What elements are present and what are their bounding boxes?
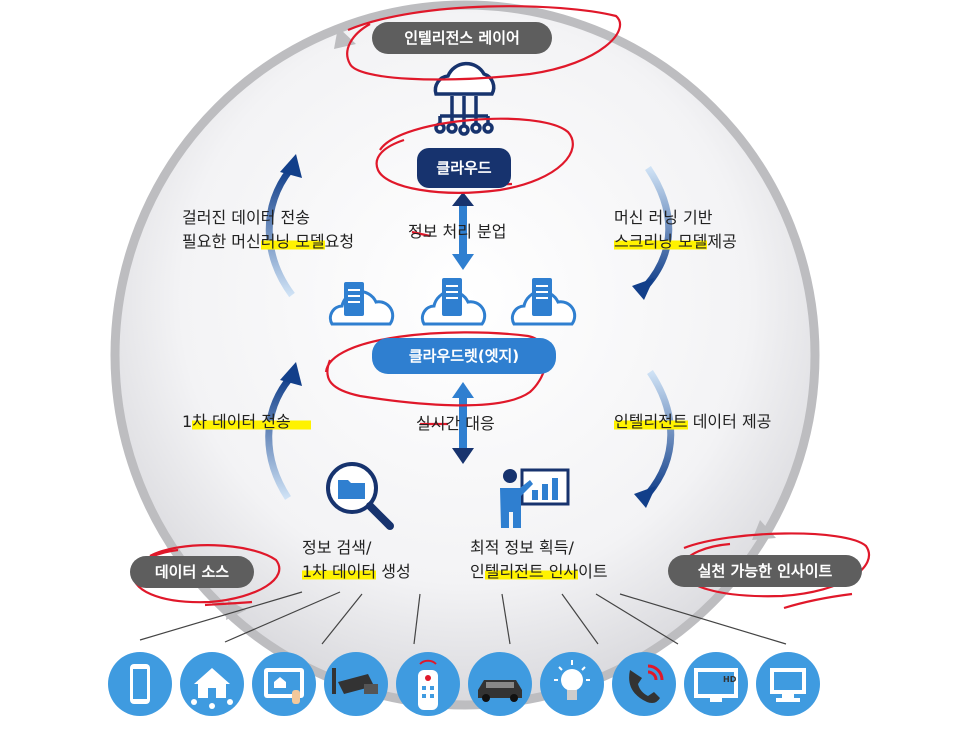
annotation-circle-cloudlet — [324, 331, 548, 407]
right-mid-label: 인텔리전트 데이터 제공 — [614, 410, 771, 434]
left-top-label-highlight: 러닝 모델 — [260, 232, 325, 251]
right-mid-label-part2: 데이터 제공 — [687, 412, 772, 431]
realtime-response-label: 실시간 대응 — [416, 414, 495, 433]
insight-label-highlight: 텔리전트 — [484, 562, 544, 581]
insight-label-part1: 인 — [470, 562, 485, 581]
hd-tv-badge-text: HD — [723, 675, 737, 684]
left-mid-label: 1차 데이터 전송 — [182, 410, 312, 434]
orbit-arrowhead-left — [226, 600, 246, 620]
insight-label-part4: 이트 — [578, 562, 608, 581]
left-top-label-line1: 걸러진 데이터 전송 — [182, 208, 310, 227]
phone-call-icon — [612, 652, 676, 716]
search-label-line1: 정보 검색/ — [302, 538, 372, 557]
vertical-arrow-edge-shaft — [459, 398, 467, 448]
tablet-icon — [252, 652, 316, 716]
car-icon — [468, 652, 532, 716]
outer-orbit-ring — [110, 0, 820, 710]
edge-server-cloud-1 — [328, 282, 395, 326]
right-top-label-line2: 스크리닝 모델제공 — [614, 230, 737, 254]
annotation-strike-processing — [411, 230, 431, 238]
insight-label-line2: 인텔리전트 인사이트 — [470, 560, 608, 584]
right-top-label-highlight: 스크리닝 모델 — [614, 232, 708, 251]
curve-arrowhead-right-bottom — [634, 486, 656, 508]
curve-arrowhead-left-top — [280, 154, 302, 178]
data-source-pill: 데이터 소스 — [130, 556, 254, 588]
left-mid-label-highlight-tail — [290, 412, 312, 431]
actionable-insight-pill: 실천 가능한 인사이트 — [668, 555, 862, 587]
search-label-highlight: 1차 데이터 — [302, 562, 377, 581]
intelligence-layer-pill: 인텔리전스 레이어 — [372, 22, 552, 54]
edge-server-cloud-3 — [510, 278, 577, 326]
annotation-circle-cloud — [375, 117, 574, 194]
left-top-label-part1: 필요한 머신 — [182, 232, 261, 251]
hd-tv-icon: HD — [684, 652, 748, 716]
desktop-monitor-icon — [756, 652, 820, 716]
insight-label-line1: 최적 정보 획득/ — [470, 538, 574, 557]
light-bulb-icon — [540, 652, 604, 716]
processing-split-label: 정보 처리 분업 — [408, 222, 507, 241]
right-mid-label-highlight: 인텔리전트 — [614, 412, 688, 431]
annotation-circle-intelligence — [346, 5, 622, 81]
edge-server-cloud-2 — [420, 278, 487, 326]
right-top-label-line1: 머신 러닝 기반 — [614, 208, 713, 227]
curve-arrowhead-right-top — [632, 278, 654, 300]
vertical-arrow-cloud-shaft — [459, 206, 467, 254]
left-top-label-line2: 필요한 머신러닝 모델요청 — [182, 230, 354, 254]
curve-arrowhead-left-bottom — [280, 362, 302, 386]
vertical-arrow-cloud-down — [452, 254, 474, 270]
curve-arrow-right-top — [643, 166, 673, 289]
vertical-arrow-cloud-up — [452, 192, 474, 206]
search-label-part2: 생성 — [376, 562, 411, 581]
vertical-arrow-edge-up — [452, 382, 474, 398]
cloudlet-edge-pill: 클라우드렛(엣지) — [372, 338, 556, 374]
left-top-label-part3: 요청 — [324, 232, 355, 251]
search-label-line2: 1차 데이터 생성 — [302, 560, 411, 584]
vertical-arrow-edge-down — [452, 448, 474, 464]
smartphone-icon — [108, 652, 172, 716]
remote-control-icon — [396, 652, 460, 716]
insight-label-highlight2: 인사 — [543, 562, 579, 581]
presenter-chart-icon — [500, 468, 570, 528]
curve-arrow-left-bottom — [265, 375, 293, 500]
device-connector-lines — [139, 591, 787, 645]
cctv-camera-icon — [324, 652, 388, 716]
right-top-label-part2: 제공 — [707, 232, 737, 251]
left-mid-label-highlight: 차 데이터 전송 — [192, 412, 291, 431]
curve-arrow-right-bottom — [645, 370, 675, 497]
left-mid-label-part1: 1 — [182, 412, 193, 431]
annotation-underline-insight — [783, 592, 853, 610]
annotation-underline-data-source — [204, 600, 253, 607]
cloud-node-pill: 클라우드 — [417, 148, 511, 188]
smart-home-icon — [180, 652, 244, 716]
magnifier-folder-icon — [326, 462, 394, 530]
curve-arrow-left-top — [265, 167, 295, 298]
